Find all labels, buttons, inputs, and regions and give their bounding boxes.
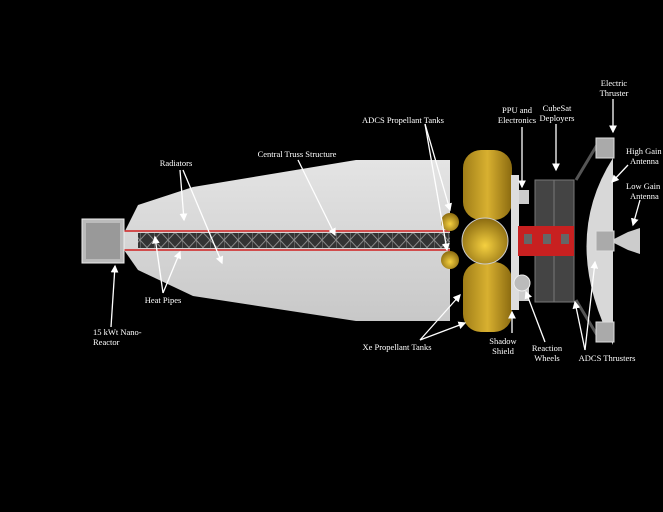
label-xe-propellant-tanks: Xe Propellant Tanks: [362, 342, 431, 352]
nano-reactor: [81, 218, 125, 264]
heat-pipes: [124, 230, 450, 251]
central-truss: [138, 233, 450, 248]
label-nano-reactor: 15 kWt Nano-Reactor: [93, 327, 142, 347]
cubesat-deployers: [518, 179, 575, 303]
label-adcs-thrusters: ADCS Thrusters: [579, 353, 636, 363]
label-adcs-propellant-tanks: ADCS Propellant Tanks: [362, 115, 444, 125]
label-central-truss: Central Truss Structure: [258, 149, 337, 159]
shadow-shield: [511, 175, 531, 310]
label-heat-pipes: Heat Pipes: [145, 295, 182, 305]
callout-arrows: [110, 99, 641, 351]
propellant-tanks: [441, 150, 512, 332]
electric-thrusters: [595, 137, 615, 343]
label-radiators: Radiators: [160, 158, 193, 168]
low-gain-antenna: [610, 228, 640, 254]
